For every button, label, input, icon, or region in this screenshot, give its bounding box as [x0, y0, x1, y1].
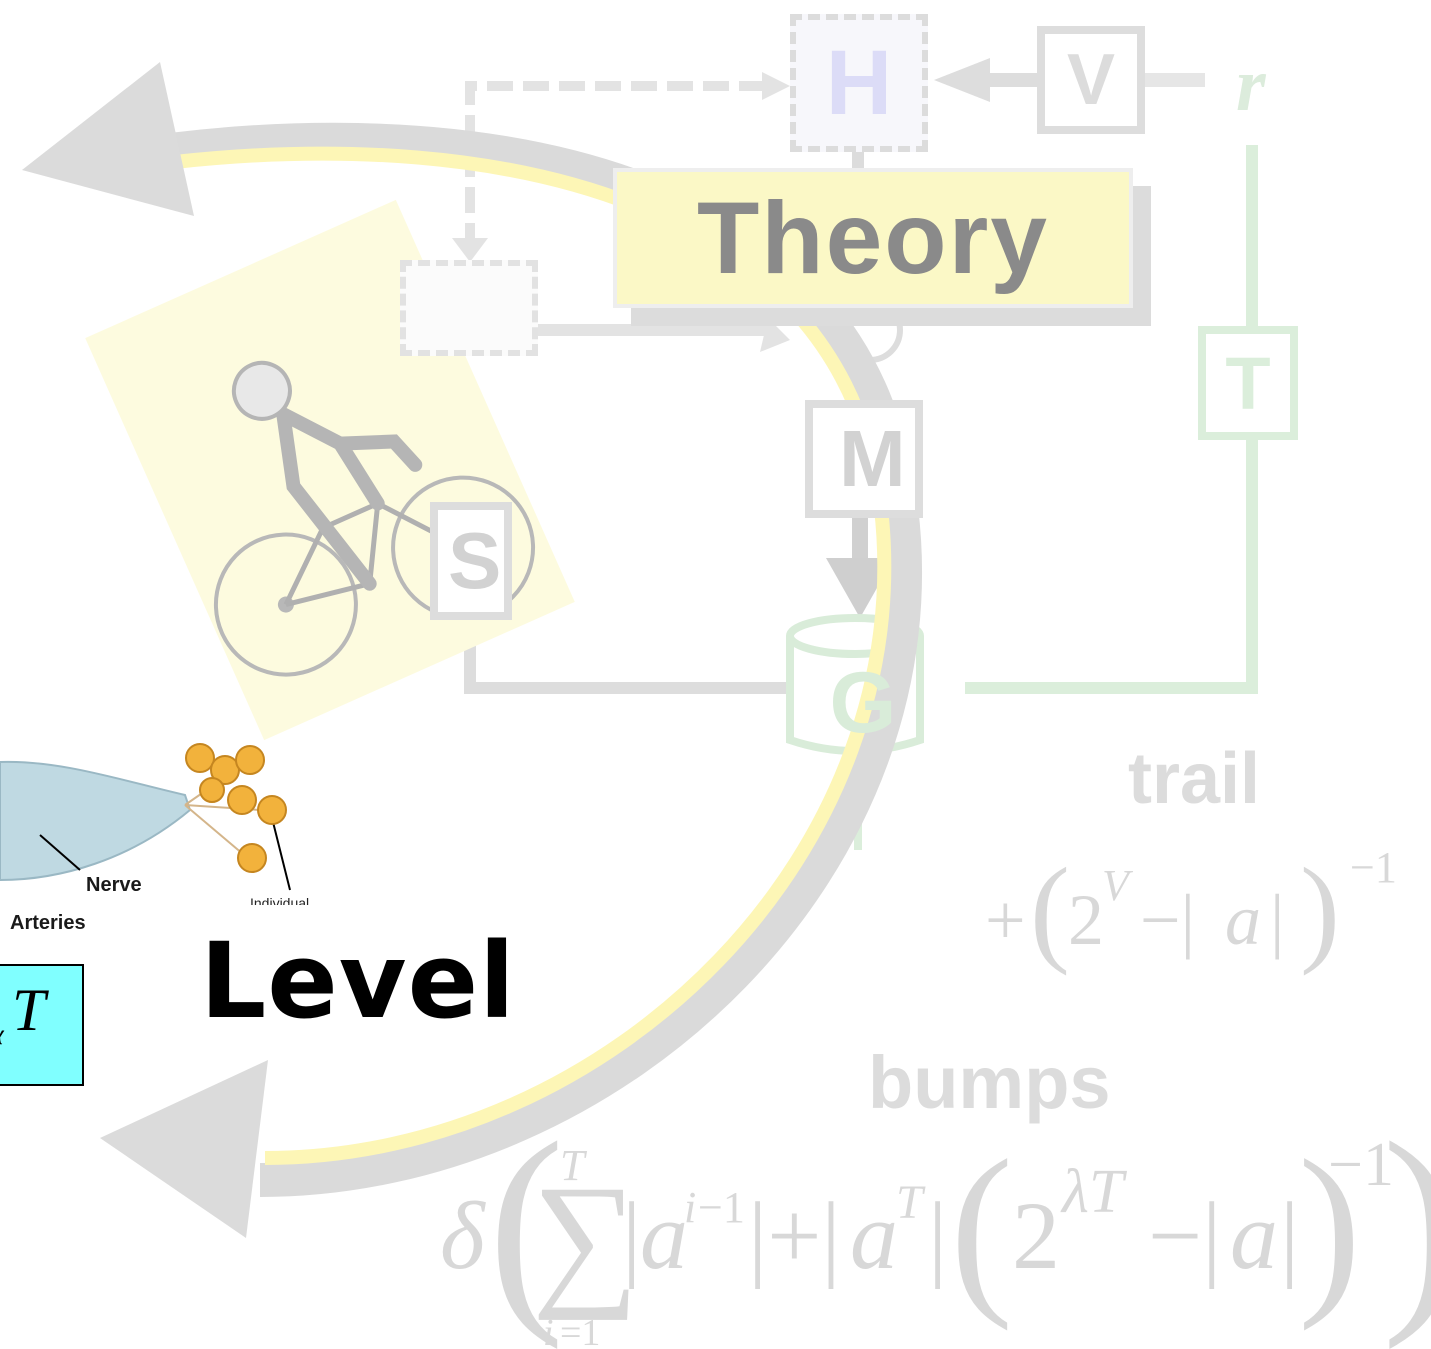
theory-box: Theory: [613, 168, 1133, 308]
trail-label: trail: [1128, 738, 1260, 820]
pending-node-box: [400, 260, 538, 356]
svg-text:−|: −|: [1140, 880, 1195, 960]
svg-text:a: a: [1225, 880, 1261, 960]
bottom-arrowhead: [100, 1060, 268, 1238]
neurons-cluster: [186, 744, 286, 872]
h-input-arrowhead: [762, 72, 790, 100]
arteries-label: Arteries: [10, 912, 86, 935]
v-node: V: [1037, 26, 1145, 134]
svg-text:(: (: [1030, 843, 1070, 976]
svg-text:i: i: [684, 1183, 696, 1232]
bumps-label: bumps: [868, 1040, 1111, 1125]
boxed-formula: α T: [0, 964, 84, 1086]
nerve-label: Nerve: [86, 874, 142, 897]
svg-text:−1: −1: [698, 1183, 745, 1232]
s-to-g-connector: [470, 620, 795, 688]
svg-text:−|: −|: [1148, 1182, 1221, 1289]
svg-text:): ): [1300, 843, 1340, 976]
svg-text:a: a: [1230, 1182, 1278, 1289]
boxed-formula-main: T: [12, 976, 45, 1045]
m-node: M: [805, 400, 923, 518]
v-to-h-arrowhead: [934, 58, 990, 102]
s-node-label: S: [448, 515, 501, 607]
svg-text:2: 2: [1012, 1182, 1060, 1289]
svg-text:): ): [1382, 1095, 1431, 1349]
r-label: r: [1236, 42, 1266, 129]
svg-text:|: |: [928, 1182, 947, 1289]
dashed-connector-arrowhead: [452, 238, 488, 262]
svg-text:δ: δ: [440, 1182, 486, 1289]
svg-text:a: a: [850, 1182, 898, 1289]
theory-label: Theory: [697, 180, 1049, 297]
t-node: T: [1198, 326, 1298, 440]
v-node-label: V: [1067, 39, 1115, 121]
box-to-m-arrowhead: [760, 318, 790, 352]
bumps-formula: δ ( ∑ T i =1 | a i −1 |+| a T | ( 2 λT −…: [440, 1095, 1431, 1349]
svg-text:|+|: |+|: [748, 1182, 841, 1289]
svg-text:i: i: [543, 1312, 554, 1349]
svg-text:(: (: [950, 1122, 1013, 1332]
svg-text:2: 2: [1068, 880, 1104, 960]
svg-text:=1: =1: [560, 1312, 600, 1349]
svg-text:−1: −1: [1350, 843, 1397, 892]
g-node-label: G: [818, 654, 908, 753]
top-arrowhead: [22, 62, 194, 216]
s-node: S: [430, 502, 512, 620]
t-node-label: T: [1225, 341, 1270, 426]
h-node: H: [790, 14, 928, 152]
cut-off-label: Individual: [250, 895, 380, 905]
svg-text:T: T: [560, 1141, 588, 1190]
svg-text:|: |: [1280, 1182, 1299, 1289]
boxed-formula-subscript: α: [0, 1018, 4, 1052]
m-node-label: M: [839, 413, 906, 505]
svg-text:+: +: [985, 880, 1026, 960]
svg-text:|: |: [622, 1182, 641, 1289]
trail-formula: + ( 2 V −| a | ) −1: [985, 843, 1397, 976]
svg-text:λT: λT: [1060, 1158, 1128, 1226]
level-label: Level: [200, 920, 516, 1042]
h-node-label: H: [826, 31, 892, 136]
svg-text:a: a: [640, 1182, 688, 1289]
svg-text:T: T: [896, 1176, 926, 1229]
svg-text:|: |: [1270, 880, 1284, 960]
svg-text:V: V: [1102, 861, 1134, 910]
